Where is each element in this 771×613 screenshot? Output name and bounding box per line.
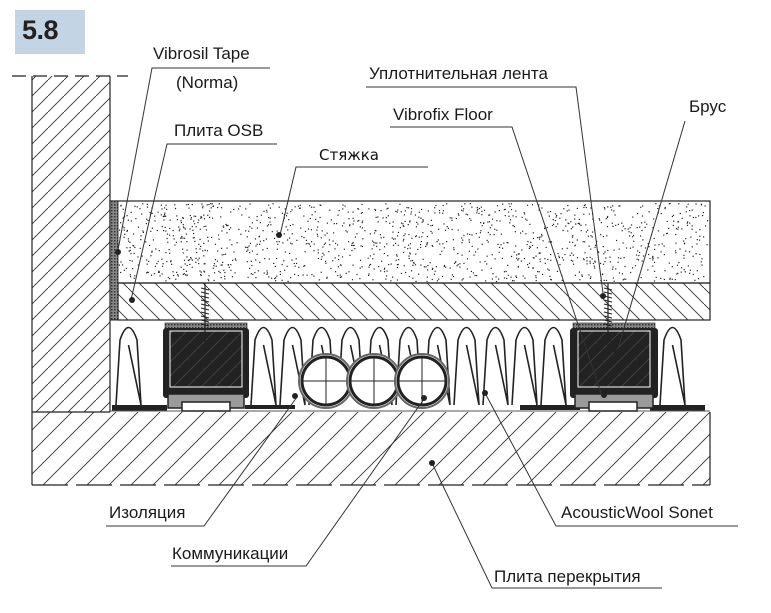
insulation-layer [110, 319, 710, 406]
screed-layer [109, 200, 711, 284]
leader-vibrosil [117, 67, 270, 251]
left-beam-assembly [163, 283, 249, 412]
label-timber-beam: Брус [689, 97, 727, 116]
vibrosil-tape-strip [109, 200, 119, 321]
leader-utilities [171, 398, 425, 567]
leader-osb [130, 143, 277, 301]
right-beam-assembly [570, 283, 658, 412]
figure-number: 5.8 [22, 15, 59, 45]
label-acousticwool: AcousticWool Sonet [561, 503, 713, 522]
label-insulation: Изоляция [109, 503, 185, 522]
label-vibrosil-tape: Vibrosil Tape [153, 44, 250, 63]
leader-insulation [106, 396, 298, 527]
label-screed: Стяжка [319, 146, 379, 164]
timber-beam-left [169, 330, 243, 388]
label-utilities: Коммуникации [172, 544, 288, 563]
leader-timber [616, 120, 686, 353]
wall [12, 75, 128, 412]
leader-screed [279, 166, 428, 236]
label-vibrosil-norma: (Norma) [176, 73, 238, 92]
leader-vibrofix [390, 126, 603, 397]
leader-dots [115, 232, 620, 466]
timber-beam-right [577, 330, 651, 388]
label-sealing-tape: Уплотнительная лента [369, 64, 548, 83]
label-vibrofix-floor: Vibrofix Floor [393, 105, 493, 124]
figure-number-badge: 5.8 [15, 10, 85, 54]
utility-pipes [298, 353, 450, 409]
label-osb-board: Плита OSB [174, 121, 263, 140]
leader-lines [106, 67, 738, 589]
leader-floor-slab [431, 462, 662, 589]
label-floor-slab: Плита перекрытия [494, 567, 641, 586]
leader-acousticwool [484, 392, 738, 527]
floor-slab [31, 411, 711, 486]
leader-sealing-tape [366, 86, 604, 294]
